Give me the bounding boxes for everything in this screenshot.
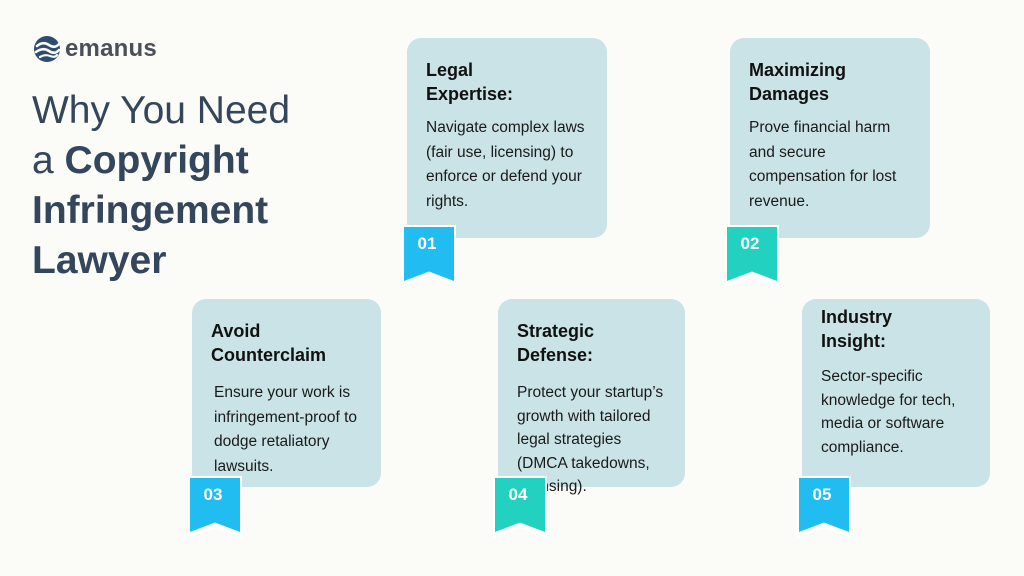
title-line-2-bold: Copyright xyxy=(64,139,249,182)
card-maximizing-damages: Maximizing Damages Prove financial harm … xyxy=(730,38,930,238)
badge-number: 03 xyxy=(203,485,223,504)
card-strategic-defense: Strategic Defense: Protect your startup’… xyxy=(498,299,685,495)
card-industry-insight: Industry Insight: Sector-specific knowle… xyxy=(802,299,990,487)
title-line-2: a Copyright xyxy=(32,136,290,186)
title-line-3: Infringement xyxy=(32,189,269,232)
card-legal-expertise: Legal Expertise: Navigate complex laws (… xyxy=(407,38,607,238)
card-text: Ensure your work is infringement-proof t… xyxy=(214,384,358,475)
badge-number: 05 xyxy=(812,485,832,504)
card-title: Industry Insight: xyxy=(821,307,893,351)
card-text: Protect your startup’s growth with tailo… xyxy=(517,384,664,495)
title-line-2-prefix: a xyxy=(32,139,65,182)
badge-number: 04 xyxy=(508,485,528,504)
badge-ribbon-icon xyxy=(797,476,851,538)
badge-ribbon-icon xyxy=(188,476,242,538)
page-title: Why You Need a Copyright Infringement La… xyxy=(32,86,290,286)
brand-name: emanus xyxy=(65,35,157,62)
card-text: Sector-specific knowledge for tech, medi… xyxy=(821,368,956,456)
title-line-4: Lawyer xyxy=(32,239,167,282)
brand-logo: emanus xyxy=(33,33,157,65)
card-title: Strategic Defense: xyxy=(517,321,595,365)
badge-number: 02 xyxy=(740,234,760,253)
card-badge-03: 03 xyxy=(188,476,242,538)
badge-ribbon-icon xyxy=(402,225,456,287)
card-title: Maximizing Damages xyxy=(749,60,847,104)
card-title: Avoid Counterclaim xyxy=(211,321,327,365)
card-badge-04: 04 xyxy=(493,476,547,538)
card-title: Legal Expertise: xyxy=(426,60,514,104)
badge-number: 01 xyxy=(417,234,437,253)
card-badge-02: 02 xyxy=(725,225,779,287)
badge-ribbon-icon xyxy=(493,476,547,538)
title-line-1: Why You Need xyxy=(32,89,291,132)
emanus-logo-icon xyxy=(34,36,61,62)
card-badge-05: 05 xyxy=(797,476,851,538)
card-avoid-counterclaim: Avoid Counterclaim Ensure your work is i… xyxy=(192,299,381,487)
badge-ribbon-icon xyxy=(725,225,779,287)
card-text: Navigate complex laws (fair use, licensi… xyxy=(426,119,585,210)
card-text: Prove financial harm and secure compensa… xyxy=(749,119,897,210)
card-badge-01: 01 xyxy=(402,225,456,287)
